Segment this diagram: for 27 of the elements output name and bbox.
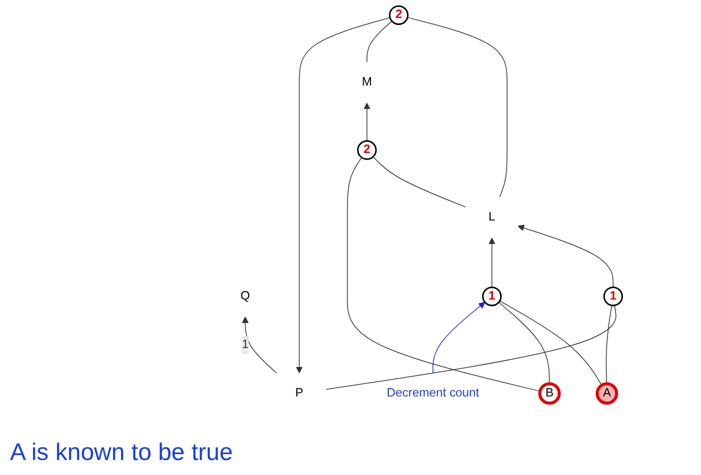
arrow [242,316,277,374]
arrow [296,17,390,374]
node-circle: 2 [388,5,409,25]
arrow [432,302,486,374]
connector [499,300,602,386]
edge-label: 1 [242,338,249,351]
connector [606,304,612,384]
node-circle: 2 [357,140,377,160]
connector [407,17,508,198]
node-circle: 1 [603,286,623,306]
node-text: P [295,386,304,400]
arrow [488,238,496,288]
node-circle: 1 [482,286,502,306]
connector [372,156,466,208]
arrow [364,102,370,142]
connector [366,20,392,63]
connector [498,302,550,384]
node-text: Q [240,290,250,302]
connector [326,304,616,390]
node-text: L [488,210,496,224]
connector [346,157,540,392]
node-text: Decrement count [386,386,480,400]
node-circle: B [538,382,561,405]
note-text: A is known to be true [10,439,233,467]
arrow [518,224,614,288]
node-text: M [362,76,372,89]
node-circle: A [596,382,618,405]
